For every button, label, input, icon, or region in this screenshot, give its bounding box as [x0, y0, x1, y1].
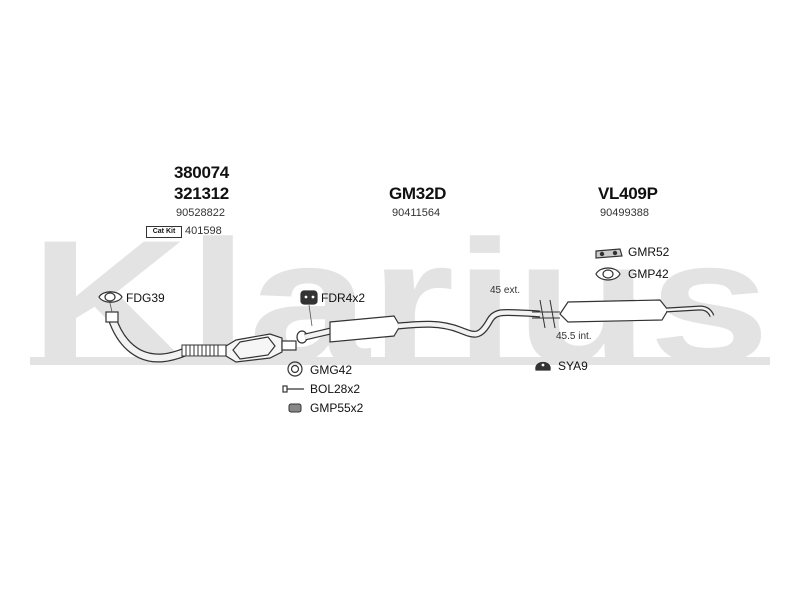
- group1-code-1: 380074: [174, 163, 229, 182]
- leader-lines: [109, 302, 313, 327]
- part-label-gmp42: GMP42: [628, 267, 669, 281]
- joint-markers: [532, 299, 560, 329]
- centre-silencer: [296, 308, 541, 344]
- clamp-gmp55-icon: [288, 403, 302, 413]
- rubber-mount-fdr-icon: [300, 290, 318, 305]
- part-label-fdg39: FDG39: [126, 291, 165, 305]
- group2-code: GM32D: [389, 184, 447, 203]
- mount-gmr52-icon: [595, 248, 623, 259]
- group1-oe-number: 90528822: [176, 207, 225, 219]
- hanger-sya9-icon: [535, 361, 551, 371]
- note-int: 45.5 int.: [556, 331, 592, 342]
- part-label-gmg42: GMG42: [310, 363, 353, 377]
- catalytic-converter: [225, 333, 297, 363]
- note-ext: 45 ext.: [490, 285, 521, 296]
- gasket-gmp42-icon: [595, 267, 621, 281]
- rear-silencer: [559, 299, 715, 323]
- part-label-gmp55x2: GMP55x2: [310, 401, 364, 415]
- group1-code-2: 321312: [174, 184, 229, 203]
- bolt-icon: [282, 385, 304, 393]
- part-label-fdr4x2: FDR4x2: [321, 291, 366, 305]
- gasket-fdg39-icon: [98, 291, 123, 303]
- flex-pipe: [181, 344, 227, 357]
- gasket-gmg42-icon: [287, 361, 303, 377]
- group2-oe-number: 90411564: [392, 207, 441, 219]
- part-label-gmr52: GMR52: [628, 245, 670, 259]
- cat-kit-badge: Cat Kit: [146, 226, 182, 238]
- watermark-underline: [30, 357, 770, 365]
- group3-oe-number: 90499388: [600, 207, 649, 219]
- group3-code: VL409P: [598, 184, 658, 203]
- part-label-bol28x2: BOL28x2: [310, 382, 361, 396]
- cat-kit-number: 401598: [185, 225, 222, 237]
- part-label-sya9: SYA9: [558, 359, 588, 373]
